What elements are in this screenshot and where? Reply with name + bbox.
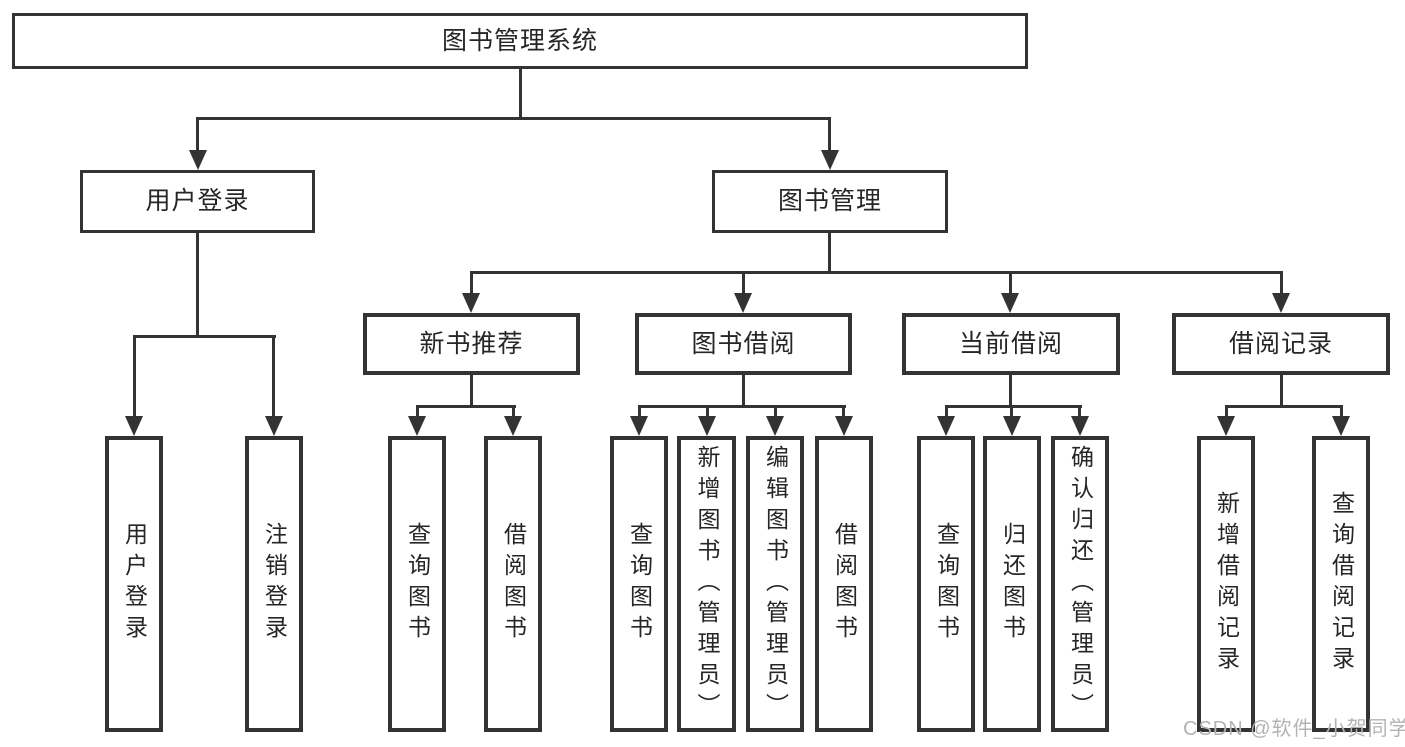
edge-line bbox=[638, 405, 641, 418]
leaf-confirm-return-admin: 确认归还（管理员） bbox=[1051, 436, 1109, 732]
edge-line bbox=[945, 405, 1082, 408]
leaf-user-login: 用户登录 bbox=[105, 436, 163, 732]
edge-arrowhead-icon bbox=[766, 416, 784, 436]
edge-line bbox=[416, 405, 516, 408]
edge-arrowhead-icon bbox=[1272, 293, 1290, 313]
node-borrow-records: 借阅记录 bbox=[1172, 313, 1390, 375]
leaf-label: 新增借阅记录 bbox=[1213, 491, 1240, 677]
leaf-label: 归还图书 bbox=[999, 522, 1026, 646]
node-book-management: 图书管理 bbox=[712, 170, 948, 233]
edge-line bbox=[1225, 405, 1228, 418]
edge-line bbox=[197, 117, 831, 120]
edge-arrowhead-icon bbox=[1217, 416, 1235, 436]
edge-line bbox=[470, 271, 1282, 274]
leaf-borrow-books: 借阅图书 bbox=[815, 436, 873, 732]
leaf-label: 查询图书 bbox=[404, 522, 431, 646]
edge-line bbox=[470, 271, 473, 295]
leaf-label: 查询图书 bbox=[933, 522, 960, 646]
edge-arrowhead-icon bbox=[265, 416, 283, 436]
leaf-logout-login: 注销登录 bbox=[245, 436, 303, 732]
edge-line bbox=[1078, 405, 1081, 418]
edge-arrowhead-icon bbox=[937, 416, 955, 436]
edge-line bbox=[742, 271, 745, 295]
leaf-add-borrow-record: 新增借阅记录 bbox=[1197, 436, 1255, 732]
edge-line bbox=[742, 375, 745, 407]
edge-line bbox=[272, 335, 275, 418]
edge-line bbox=[842, 405, 845, 418]
node-current-borrow: 当前借阅 bbox=[902, 313, 1120, 375]
edge-line bbox=[828, 117, 831, 150]
edge-line bbox=[1340, 405, 1343, 418]
edge-line bbox=[1009, 375, 1012, 407]
edge-line bbox=[1010, 405, 1013, 418]
edge-arrowhead-icon bbox=[698, 416, 716, 436]
leaf-label: 借阅图书 bbox=[500, 522, 527, 646]
watermark: CSDN @软件_小贺同学 bbox=[1183, 718, 1405, 740]
node-new-book-recommend: 新书推荐 bbox=[363, 313, 580, 375]
edge-arrowhead-icon bbox=[630, 416, 648, 436]
leaf-add-book-admin: 新增图书（管理员） bbox=[677, 436, 736, 732]
leaf-label: 借阅图书 bbox=[831, 522, 858, 646]
edge-line bbox=[1009, 271, 1012, 295]
edge-arrowhead-icon bbox=[462, 293, 480, 313]
leaf-label: 编辑图书（管理员） bbox=[762, 444, 789, 724]
leaf-return-books: 归还图书 bbox=[983, 436, 1041, 732]
edge-line bbox=[416, 405, 419, 418]
node-user-login: 用户登录 bbox=[80, 170, 315, 233]
edge-arrowhead-icon bbox=[1003, 416, 1021, 436]
edge-line bbox=[1280, 271, 1283, 295]
edge-line bbox=[828, 233, 831, 274]
leaf-label: 注销登录 bbox=[261, 522, 288, 646]
edge-arrowhead-icon bbox=[189, 150, 207, 170]
edge-arrowhead-icon bbox=[734, 293, 752, 313]
leaf-edit-book-admin: 编辑图书（管理员） bbox=[746, 436, 804, 732]
node-label: 图书借阅 bbox=[691, 329, 796, 358]
edge-arrowhead-icon bbox=[125, 416, 143, 436]
edge-arrowhead-icon bbox=[408, 416, 426, 436]
edge-line bbox=[519, 69, 522, 118]
edge-line bbox=[945, 405, 948, 418]
node-label: 当前借阅 bbox=[958, 329, 1063, 358]
leaf-query-books-borrow: 查询图书 bbox=[610, 436, 668, 732]
node-label: 用户登录 bbox=[145, 187, 250, 215]
leaf-label: 查询图书 bbox=[626, 522, 653, 646]
edge-line bbox=[133, 335, 136, 418]
node-book-borrow: 图书借阅 bbox=[635, 313, 852, 375]
edge-line bbox=[1280, 375, 1283, 407]
leaf-query-books-recommend: 查询图书 bbox=[388, 436, 446, 732]
edge-line bbox=[196, 117, 199, 150]
edge-arrowhead-icon bbox=[1071, 416, 1089, 436]
edge-arrowhead-icon bbox=[1001, 293, 1019, 313]
node-label: 新书推荐 bbox=[419, 329, 524, 358]
leaf-query-borrow-record: 查询借阅记录 bbox=[1312, 436, 1370, 732]
node-label: 借阅记录 bbox=[1228, 329, 1333, 358]
edge-line bbox=[706, 405, 709, 418]
edge-line bbox=[133, 335, 276, 338]
node-label: 图书管理系统 bbox=[441, 26, 598, 55]
leaf-label: 确认归还（管理员） bbox=[1067, 444, 1094, 724]
leaf-borrow-books-recommend: 借阅图书 bbox=[484, 436, 542, 732]
edge-arrowhead-icon bbox=[835, 416, 853, 436]
edge-line bbox=[470, 375, 473, 407]
edge-arrowhead-icon bbox=[821, 150, 839, 170]
edge-line bbox=[638, 405, 846, 408]
edge-line bbox=[1225, 405, 1343, 408]
node-label: 图书管理 bbox=[777, 187, 882, 215]
node-library-system: 图书管理系统 bbox=[12, 13, 1028, 69]
edge-line bbox=[512, 405, 515, 418]
edge-arrowhead-icon bbox=[1332, 416, 1350, 436]
leaf-label: 用户登录 bbox=[121, 522, 148, 646]
leaf-label: 查询借阅记录 bbox=[1328, 491, 1355, 677]
edge-line bbox=[774, 405, 777, 418]
leaf-query-books-current: 查询图书 bbox=[917, 436, 975, 732]
edge-line bbox=[196, 233, 199, 336]
edge-arrowhead-icon bbox=[504, 416, 522, 436]
leaf-label: 新增图书（管理员） bbox=[694, 444, 720, 724]
